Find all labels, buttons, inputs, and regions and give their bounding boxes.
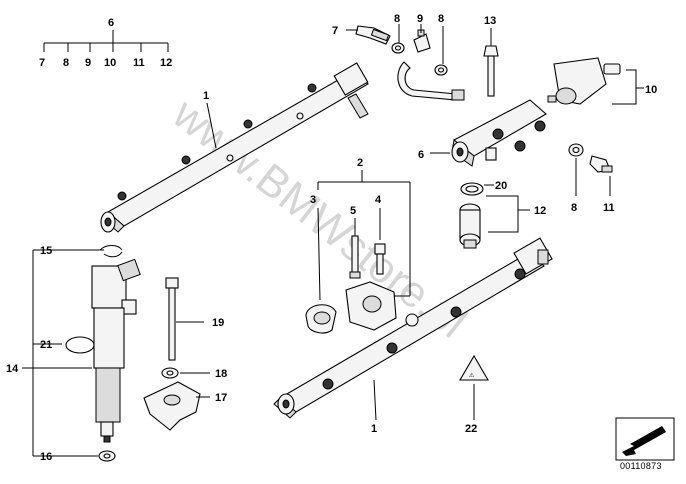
callout-group-14 [22, 249, 104, 457]
callout-6-block[interactable]: 6 [418, 149, 424, 161]
callout-7-bolt[interactable]: 7 [332, 25, 338, 37]
callout-20[interactable]: 20 [495, 180, 507, 192]
callout-8-header[interactable]: 8 [63, 57, 69, 69]
callout-12-header[interactable]: 12 [160, 57, 172, 69]
return-line-pipe [397, 61, 465, 101]
fuel-injector [91, 258, 141, 443]
callout-9-valve[interactable]: 9 [417, 13, 423, 25]
bracket-bolt [374, 243, 386, 275]
banjo-bolt [355, 25, 391, 45]
callout-17[interactable]: 17 [215, 392, 227, 404]
callout-2[interactable]: 2 [357, 157, 363, 169]
fuel-rail-upper [100, 62, 369, 233]
document-number: 00110873 [620, 461, 662, 471]
seal-ring-c [568, 143, 584, 157]
warning-triangle-icon: ⚠ [459, 354, 489, 381]
callout-5[interactable]: 5 [350, 205, 356, 217]
seal-ring-b [434, 64, 448, 76]
fuel-rail-lower [273, 237, 553, 419]
seal-ring-a [391, 42, 405, 54]
callout-3[interactable]: 3 [310, 194, 316, 206]
pressure-control-valve [547, 57, 621, 105]
callout-12-sensor[interactable]: 12 [534, 205, 546, 217]
callout-13[interactable]: 13 [484, 15, 496, 27]
mounting-bolt [483, 45, 499, 97]
bracket-screw [349, 235, 361, 279]
callout-21[interactable]: 21 [40, 339, 52, 351]
callout-8-seal-a[interactable]: 8 [394, 13, 400, 25]
seal-ring-sensor [460, 182, 484, 196]
callout-10-header[interactable]: 10 [104, 57, 116, 69]
callout-11-fitting[interactable]: 11 [603, 202, 615, 214]
pressure-valve [413, 29, 431, 53]
callout-9-header[interactable]: 9 [85, 57, 91, 69]
callout-18[interactable]: 18 [215, 368, 227, 380]
callout-7-header[interactable]: 7 [39, 57, 45, 69]
svg-text:⚠: ⚠ [469, 372, 475, 379]
callout-14[interactable]: 14 [6, 363, 19, 375]
callout-10-sensor[interactable]: 10 [645, 84, 657, 96]
injector-seal-washer [98, 450, 116, 462]
callout-15[interactable]: 15 [40, 245, 52, 257]
clamping-claw [143, 381, 201, 431]
callout-group-6 [43, 30, 169, 52]
callout-16[interactable]: 16 [40, 451, 52, 463]
callout-8-seal-c[interactable]: 8 [571, 202, 577, 214]
callout-1-rail-lower[interactable]: 1 [371, 423, 377, 435]
rail-bracket [345, 281, 397, 331]
pipe-clip [305, 304, 337, 334]
retaining-clip [99, 245, 123, 258]
callout-6-header[interactable]: 6 [108, 17, 114, 29]
bolt-washer [161, 367, 179, 379]
injector-o-ring [65, 336, 95, 354]
callout-4[interactable]: 4 [375, 194, 382, 206]
hollow-screw-fitting [589, 155, 613, 173]
callout-8-seal-b[interactable]: 8 [438, 13, 444, 25]
arrow-icon[interactable] [615, 417, 675, 461]
injector-bolt [165, 277, 179, 361]
callout-22[interactable]: 22 [465, 423, 477, 435]
callout-19[interactable]: 19 [212, 317, 224, 329]
distribution-block [451, 99, 547, 167]
rail-pressure-sensor [459, 203, 481, 249]
callout-1-rail-upper[interactable]: 1 [203, 90, 209, 102]
callout-11-header[interactable]: 11 [133, 57, 145, 69]
